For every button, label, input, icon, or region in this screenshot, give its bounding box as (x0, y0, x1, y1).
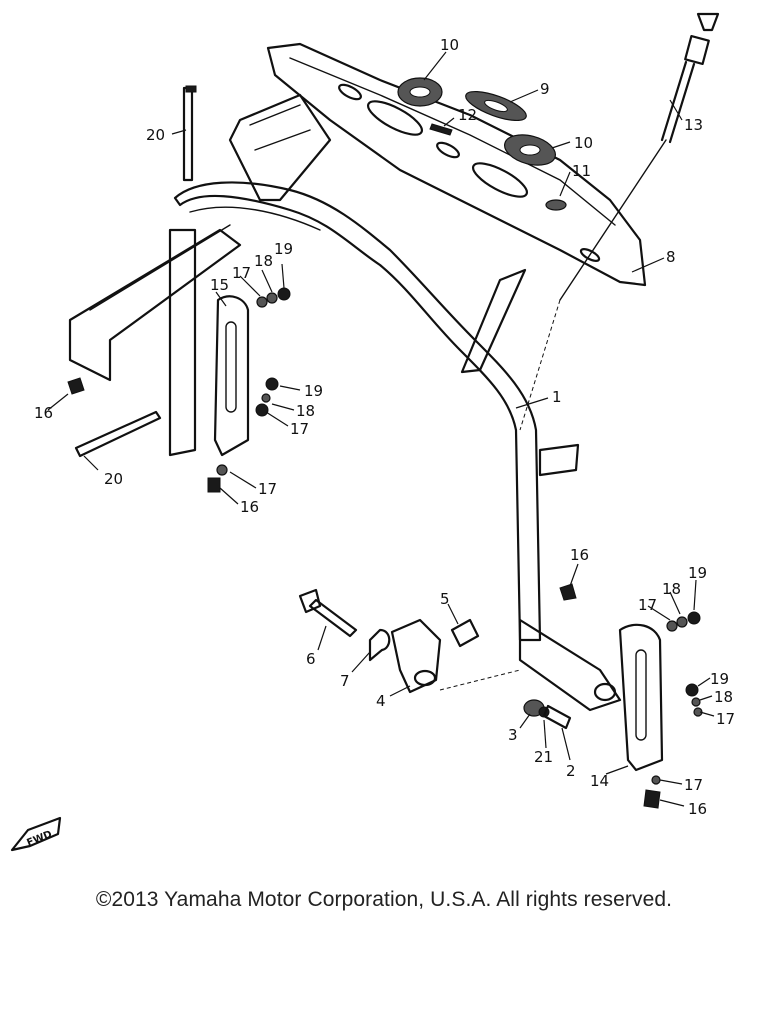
label-19c: 19 (688, 564, 707, 582)
label-6: 6 (306, 650, 316, 668)
label-10a: 10 (440, 36, 459, 54)
label-18d: 18 (714, 688, 733, 706)
part-1-main-frame (68, 93, 622, 712)
label-19d: 19 (710, 670, 729, 688)
label-4: 4 (376, 692, 386, 710)
hardware-left-upper (256, 287, 291, 308)
part-12-screw (429, 123, 453, 136)
label-17f: 17 (684, 776, 703, 794)
label-17b: 17 (290, 420, 309, 438)
label-17c: 17 (258, 480, 277, 498)
label-16d: 16 (688, 800, 707, 818)
label-19b: 19 (304, 382, 323, 400)
part-10-pulley-upper (397, 77, 443, 107)
fwd-label: FWD (25, 829, 53, 849)
exploded-parts-diagram: 1 2 3 4 5 6 7 8 9 10 10 11 12 13 14 15 1… (10, 12, 735, 852)
label-20b: 20 (104, 470, 123, 488)
part-11-washer (545, 199, 567, 211)
part-number-labels: 1 2 3 4 5 6 7 8 9 10 10 11 12 13 14 15 1… (34, 36, 735, 818)
label-18b: 18 (296, 402, 315, 420)
forward-direction-arrow: FWD (10, 816, 62, 852)
label-5: 5 (440, 590, 450, 608)
part-20-rod-lower (74, 410, 162, 458)
label-18c: 18 (662, 580, 681, 598)
hardware-left-lower (67, 377, 228, 493)
part-7-washer (368, 628, 391, 662)
part-6-bolt (298, 588, 358, 638)
part-2-bolt (542, 704, 572, 730)
label-18a: 18 (254, 252, 273, 270)
part-20-rod-upper (182, 85, 197, 182)
copyright-notice: ©2013 Yamaha Motor Corporation, U.S.A. A… (95, 888, 673, 911)
part-9-pulley (465, 90, 527, 122)
label-11: 11 (572, 162, 591, 180)
label-16b: 16 (240, 498, 259, 516)
part-4-bracket (390, 618, 442, 694)
label-15: 15 (210, 276, 229, 294)
part-14-slotted-plate (618, 623, 664, 772)
label-21: 21 (534, 748, 553, 766)
label-10b: 10 (574, 134, 593, 152)
part-13-cable (519, 12, 720, 431)
label-19a: 19 (274, 240, 293, 258)
leader-lines (47, 51, 715, 807)
label-17e: 17 (716, 710, 735, 728)
label-20a: 20 (146, 126, 165, 144)
label-2: 2 (566, 762, 576, 780)
label-17d: 17 (638, 596, 657, 614)
label-7: 7 (340, 672, 350, 690)
label-8: 8 (666, 248, 676, 266)
label-16a: 16 (34, 404, 53, 422)
part-5-pin (450, 618, 480, 648)
label-9: 9 (540, 80, 550, 98)
label-17a: 17 (232, 264, 251, 282)
label-14: 14 (590, 772, 609, 790)
label-13: 13 (684, 116, 703, 134)
label-1: 1 (552, 388, 562, 406)
label-16c: 16 (570, 546, 589, 564)
part-15-slotted-plate (213, 295, 250, 457)
label-3: 3 (508, 726, 518, 744)
hardware-left-mid (255, 377, 279, 417)
part-10-pulley-lower (504, 134, 556, 166)
hardware-right (559, 583, 703, 809)
label-12: 12 (458, 106, 477, 124)
